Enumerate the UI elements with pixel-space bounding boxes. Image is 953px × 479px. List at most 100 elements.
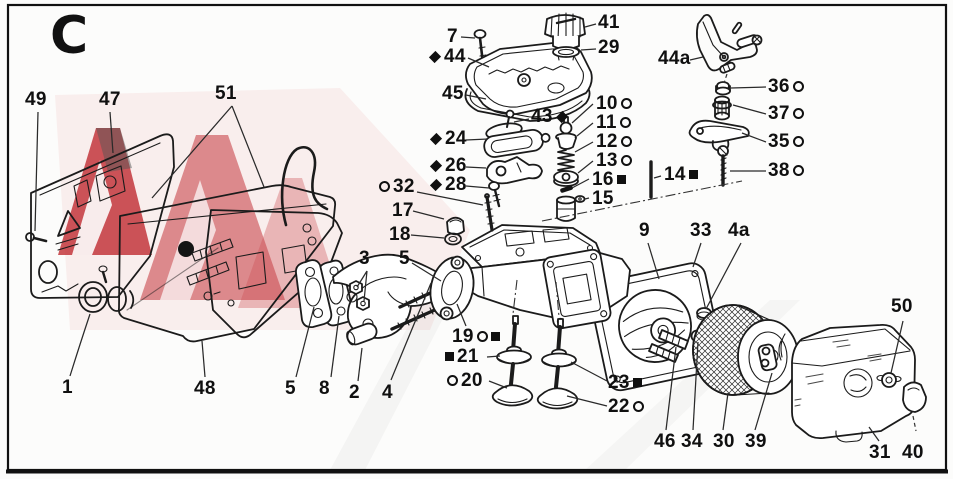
leader-lines (34, 23, 904, 442)
square-icon (490, 332, 500, 341)
callout-45: 45 (442, 83, 464, 104)
callout-51: 51 (215, 83, 237, 104)
float-hinge-pin (560, 185, 573, 193)
air-filter-element (692, 304, 799, 396)
plate-screw (25, 232, 48, 243)
callout-9: 9 (639, 220, 650, 241)
mounting-stud (648, 329, 689, 363)
callout-15: 15 (592, 188, 614, 209)
callout-36: 36 (768, 77, 804, 96)
seal-ring (444, 232, 462, 246)
callout-16: 16 (592, 170, 626, 189)
diamond-icon (428, 50, 442, 63)
square-icon (632, 378, 642, 387)
callout-18: 18 (389, 224, 411, 245)
callout-22: 22 (608, 397, 644, 416)
intake-manifold-group (295, 253, 475, 346)
callout-41: 41 (598, 12, 620, 33)
callout-34: 34 (681, 431, 703, 452)
heat-shield-plate-middle (117, 184, 337, 343)
callout-1: 1 (62, 377, 73, 398)
callout-7: 7 (447, 26, 458, 47)
ring-icon (379, 181, 390, 192)
carburetor-top-cover (465, 41, 593, 115)
cap-nut (446, 216, 465, 236)
callout-49: 49 (25, 89, 47, 110)
callout-35: 35 (768, 132, 804, 151)
ring-icon (632, 401, 644, 412)
callout-20: 20 (447, 371, 483, 390)
manifold-flange (295, 259, 333, 329)
square-icon (688, 170, 698, 179)
callout-47: 47 (99, 89, 121, 110)
ring-icon (792, 136, 804, 147)
rubber-knob (902, 381, 927, 413)
callout-31: 31 (869, 442, 891, 463)
callout-5-flange: 5 (399, 248, 410, 269)
cap-seal-ring (552, 46, 580, 58)
shutoff-valves (491, 315, 579, 410)
callout-30: 30 (713, 431, 735, 452)
pivot-bushing (712, 95, 732, 121)
callout-44: 44 (428, 47, 466, 66)
callout-33: 33 (690, 220, 712, 241)
callout-14: 14 (664, 165, 698, 184)
ring-icon (620, 136, 632, 147)
callout-10: 10 (596, 94, 632, 113)
carburetor-body (444, 193, 631, 330)
callout-8: 8 (319, 378, 330, 399)
retaining-clip (574, 195, 586, 203)
diamond-icon (429, 178, 443, 191)
callout-39: 39 (745, 431, 767, 452)
top-stud (484, 193, 495, 232)
callout-50: 50 (891, 296, 913, 317)
element-retainer (757, 343, 779, 372)
grommet-bushing (78, 265, 135, 313)
callout-12: 12 (596, 132, 632, 151)
section-letter: C (50, 6, 89, 66)
callout-13: 13 (596, 151, 632, 170)
lever-nut (715, 81, 731, 96)
callout-19: 19 (452, 327, 500, 346)
ring-icon (620, 98, 632, 109)
fuel-cap-knob (544, 12, 586, 50)
lever-screw (488, 181, 501, 208)
spacer-sleeve (346, 322, 378, 346)
callout-37: 37 (768, 104, 804, 123)
diamond-icon (429, 159, 443, 172)
callout-26: 26 (429, 156, 467, 175)
callout-4a: 4a (728, 220, 750, 241)
diamond-icon (429, 132, 443, 145)
inlet-needle-assembly (553, 116, 586, 222)
ring-icon (476, 331, 488, 342)
square-icon (445, 352, 454, 361)
callout-48: 48 (194, 378, 216, 399)
float-lever (486, 156, 543, 185)
callout-28: 28 (429, 175, 467, 194)
callout-3: 3 (359, 248, 370, 269)
ring-icon (447, 375, 458, 386)
callout-5-pipe: 5 (285, 378, 296, 399)
callout-46: 46 (654, 431, 676, 452)
callout-17: 17 (392, 200, 414, 221)
callout-11: 11 (596, 113, 631, 132)
ring-icon (792, 108, 804, 119)
adjusting-screw (717, 145, 729, 187)
callout-4: 4 (382, 382, 393, 403)
carb-mount-flange (429, 255, 475, 321)
ring-icon (792, 165, 804, 176)
callout-43: 43 (531, 107, 568, 126)
callout-29: 29 (598, 37, 620, 58)
ring-icon (620, 155, 632, 166)
retainer-wire-bail (280, 146, 329, 227)
callout-40: 40 (902, 442, 924, 463)
callout-23: 23 (608, 373, 642, 392)
center-lines (512, 73, 917, 432)
callout-38: 38 (768, 161, 804, 180)
choke-lever-assembly (695, 13, 763, 74)
rocker-plate (688, 119, 750, 152)
square-icon (616, 175, 626, 184)
ring-icon (619, 117, 631, 128)
